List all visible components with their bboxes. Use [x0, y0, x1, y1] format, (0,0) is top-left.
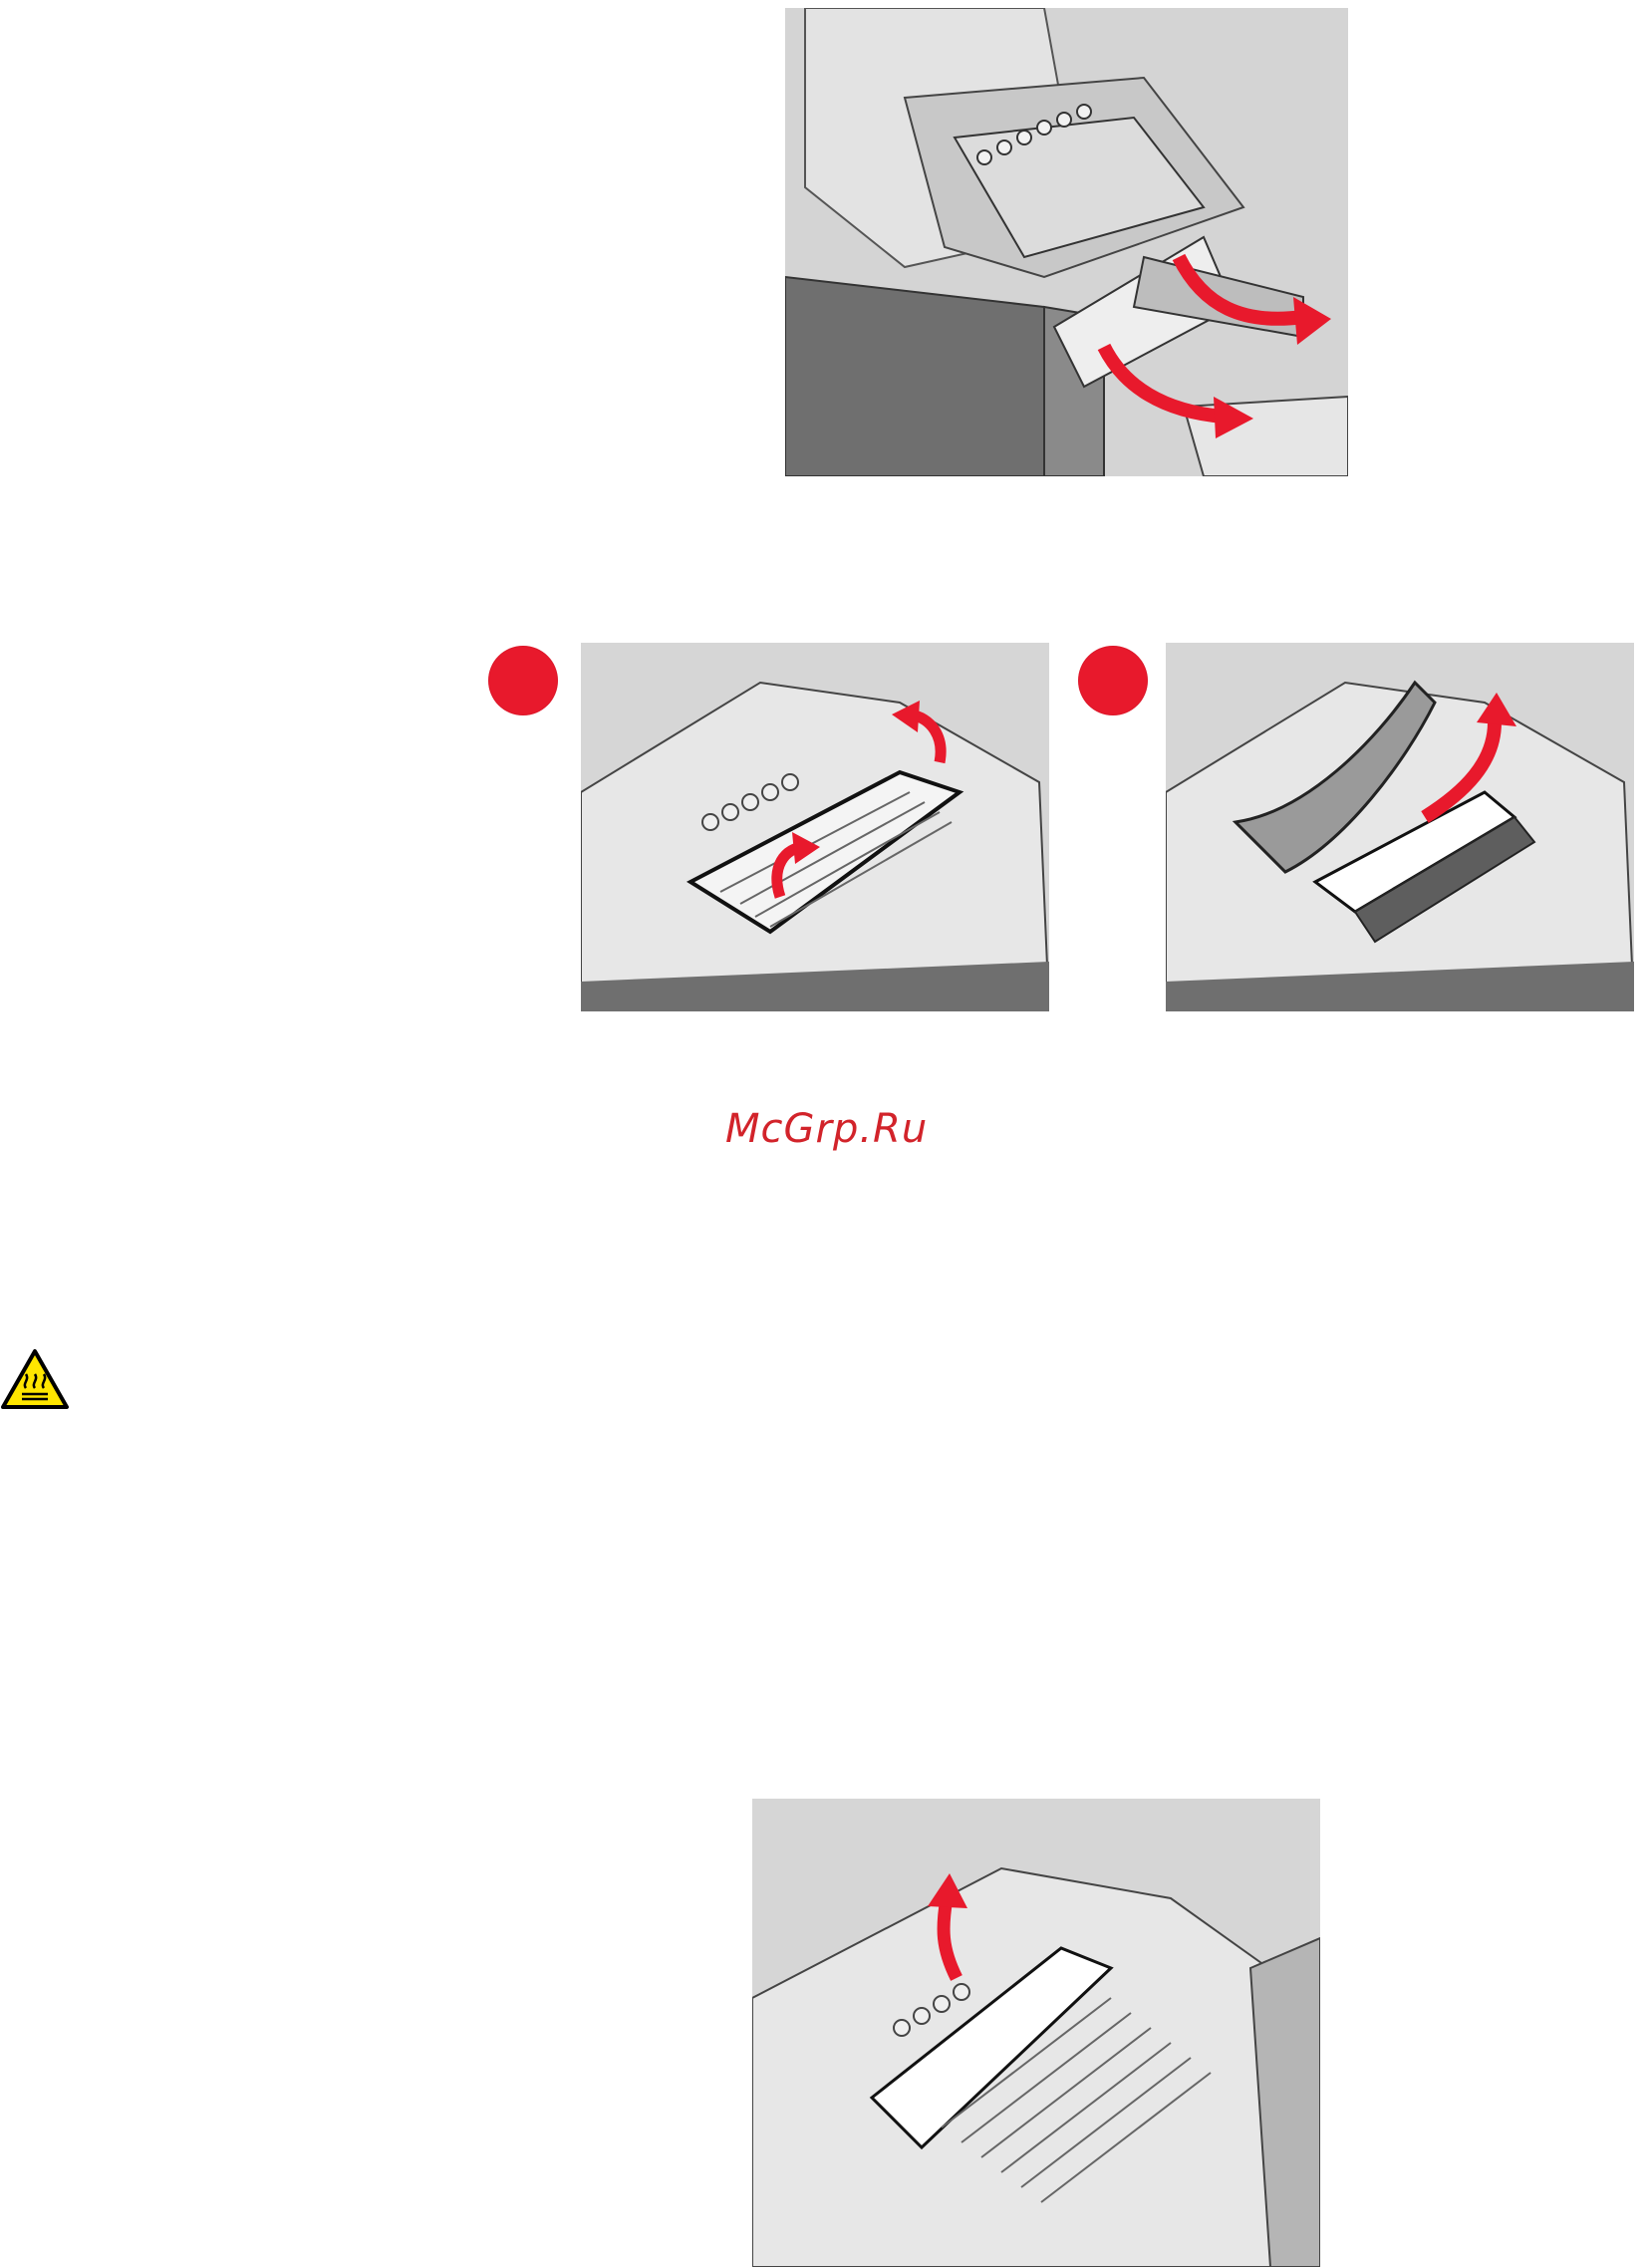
paper-removal-illustration [752, 1799, 1320, 2267]
watermark-text: McGrp.Ru [725, 1106, 928, 1152]
step-2-marker [1078, 646, 1148, 715]
fuser-cover-open-illustration [1166, 643, 1634, 1011]
step-1-marker [488, 646, 558, 715]
hot-surface-warning-icon [0, 1348, 70, 1410]
printer-rear-door-illustration [785, 8, 1348, 476]
fuser-cover-lift-illustration [581, 643, 1049, 1011]
